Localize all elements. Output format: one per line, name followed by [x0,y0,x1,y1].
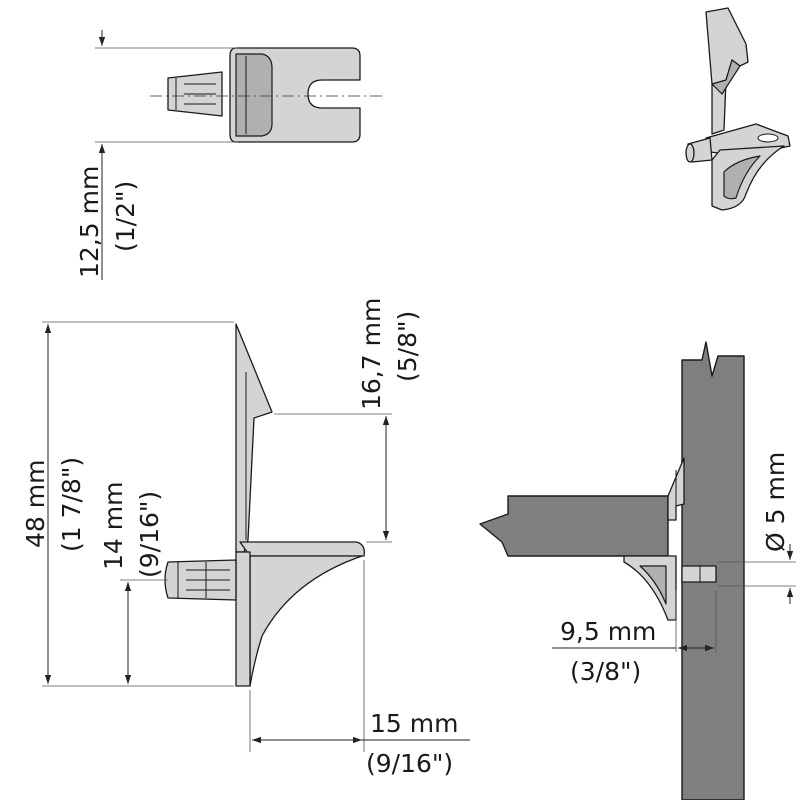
pin-height-mm: 14 mm [99,482,128,570]
width-top-in: (1/2") [111,181,140,252]
depth-mm: 15 mm [370,709,458,738]
height-label-inch: (1 7/8") [57,457,86,552]
height-mm: 48 mm [21,460,50,548]
width-top-mm: 12,5 mm [75,166,104,278]
lip-label: 16,7 mm [357,298,386,410]
width-top-label: 12,5 mm [75,166,104,278]
height-in: (1 7/8") [57,457,86,552]
lip-in: (5/8") [393,311,422,382]
lip-label-inch: (5/8") [393,311,422,382]
pin-length-in: (3/8") [570,657,641,686]
installed-view [479,341,796,800]
depth-in: (9/16") [366,749,453,778]
diameter: Ø 5 mm [761,452,790,552]
isometric-view [685,7,791,211]
pin-height-label: 14 mm [99,482,128,570]
diameter-label: Ø 5 mm [761,452,790,552]
width-top-label-inch: (1/2") [111,181,140,252]
lip-mm: 16,7 mm [357,298,386,410]
height-label: 48 mm [21,460,50,548]
pin-length-mm: 9,5 mm [560,617,656,646]
top-view [95,30,385,280]
pin-height-in: (9/16") [135,491,164,578]
side-view [42,321,470,752]
pin-height-label-inch: (9/16") [135,491,164,578]
